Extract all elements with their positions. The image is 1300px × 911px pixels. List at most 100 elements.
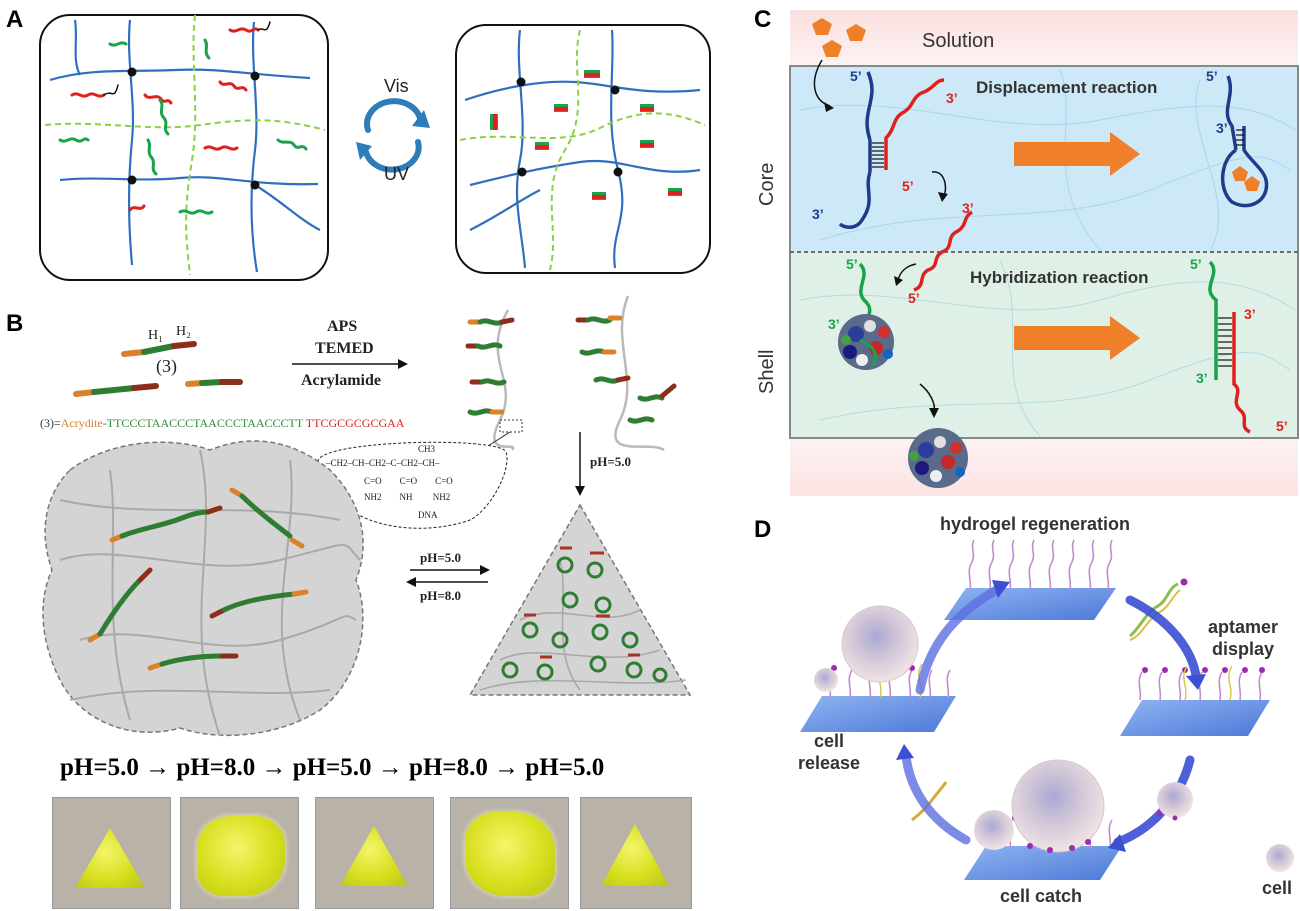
strand-end-5-duplex-green: 5’ [1190, 256, 1202, 272]
gel-triangle-2 [340, 826, 408, 886]
crosslink-dashed-left [44, 14, 326, 276]
cell-caught-small [974, 810, 1014, 850]
photoswitch-strands-left [58, 21, 308, 215]
sequence-acrydite: Acrydite [60, 416, 103, 430]
strand-end-3-shell-green: 3’ [828, 316, 840, 332]
hydrogel-regeneration-label: hydrogel regeneration [940, 514, 1131, 534]
crosslink-dashed-right [459, 29, 706, 271]
label-h2: H₂ [176, 324, 191, 339]
strand-end-3-aptamer: 3’ [1216, 120, 1228, 136]
hybridization-arrow [1014, 316, 1140, 360]
grafted-polymer-chains [465, 295, 677, 452]
chem-line-2: –CH2–CH–CH2–C–CH2–CH– [326, 458, 440, 468]
strand-end-5-core-red: 5’ [902, 178, 914, 194]
chem-line-3: C=O C=O C=O [364, 476, 453, 486]
strand-end-5-aptamer: 5’ [1206, 68, 1218, 84]
reagent-aps: APS [327, 318, 358, 335]
compound-label: (3) [156, 356, 177, 376]
contracted-hydrogel-fibers [479, 559, 687, 691]
gel-swollen-1 [197, 816, 285, 896]
strand-end-3-duplex-green: 3’ [1196, 370, 1208, 386]
solution-region-top [790, 10, 1298, 66]
strand-end-5-released-red: 5’ [908, 290, 920, 306]
strand-end-5-duplex-red: 5’ [1276, 418, 1288, 434]
gel-photo-1 [52, 797, 171, 909]
core-label: Core [756, 162, 778, 206]
gel-triangle-3 [601, 824, 669, 886]
shell-label: Shell [756, 349, 778, 394]
cell-released-large [841, 605, 919, 683]
target-molecules [812, 18, 866, 57]
polymer-network-right [464, 29, 701, 269]
gel-triangle-1 [75, 828, 145, 888]
vis-uv-cycle-arrows [363, 98, 423, 173]
sequence-red-part: TTCGCGCGCGAA [305, 416, 405, 430]
panel-letter-b: B [6, 310, 24, 337]
cell-approach [1157, 782, 1193, 818]
cell-released-small [814, 668, 838, 692]
displacement-arrow [1014, 132, 1140, 176]
aptamer-strands [828, 539, 1263, 849]
strand-end-3-core-red: 3’ [946, 90, 958, 106]
ph-cycle-sequence: pH=5.0 → pH=8.0 → pH=5.0 → pH=8.0 → pH=5… [60, 754, 605, 781]
panel-letter-a: A [6, 6, 24, 33]
vis-label: Vis [384, 76, 409, 96]
expanded-hydrogel [42, 440, 364, 737]
nanoparticle-bound [838, 314, 894, 370]
expanded-hydrogel-fibers [59, 449, 361, 737]
crosslink-nodes-left [127, 67, 260, 190]
sequence-green-part: -TTCCCTAACCCTAACCCTAACCCTT [102, 416, 306, 430]
ph-forward-label: pH=5.0 [420, 550, 461, 565]
reagent-temed: TEMED [315, 340, 374, 357]
cell-release-label: cell release [798, 731, 861, 773]
expanded-hydrogel-dna [87, 487, 309, 671]
uv-label: UV [384, 164, 410, 184]
cell-legend-label: cell [1262, 878, 1293, 898]
gel-photo-3 [315, 797, 434, 909]
plate-right [1120, 700, 1270, 736]
hydrogel-box-crosslinked [455, 24, 711, 274]
gel-photo-2 [180, 797, 299, 909]
chem-line-1: CH3 [418, 444, 436, 454]
aptamer-heads [831, 665, 1265, 821]
solution-label: Solution [922, 30, 995, 52]
label-h1: H₁ [148, 328, 163, 343]
cycle-arrows [901, 583, 1201, 847]
gel-swollen-2 [465, 812, 555, 896]
strand-end-3-released-red: 3’ [962, 200, 974, 216]
free-strand-helix [911, 781, 948, 822]
ph-down-label: pH=5.0 [590, 454, 631, 469]
strand-end-3-duplex-red: 3’ [1244, 306, 1256, 322]
strand-end-5-core-blue: 5’ [850, 68, 862, 84]
cell-caught-large [1011, 759, 1105, 853]
strand-end-3-core-blue: 3’ [812, 206, 824, 222]
sequence-prefix: (3)= [40, 416, 61, 430]
aptamer-display-label: aptamer display [1208, 617, 1279, 659]
plate-left [800, 696, 956, 732]
dna-sequence: (3)=Acrydite-TTCCCTAACCCTAACCCTAACCCTT T… [40, 416, 404, 431]
free-aptamer-helix [1129, 582, 1179, 638]
polymer-network-left [49, 19, 321, 273]
crosslink-nodes-right [516, 77, 623, 177]
plate-top [944, 588, 1116, 620]
reagent-acrylamide: Acrylamide [301, 372, 381, 389]
cell-catch-label: cell catch [1000, 886, 1083, 906]
ph-back-label: pH=8.0 [420, 588, 461, 603]
yellow-strands [878, 663, 1233, 849]
gel-photo-4 [450, 797, 569, 909]
hydrogel-box-uncrosslinked [39, 14, 329, 281]
cell-legend-icon [1266, 844, 1294, 872]
strand-end-5-shell-green: 5’ [846, 256, 858, 272]
contracted-hydrogel [468, 503, 692, 696]
hybridization-reaction-label: Hybridization reaction [970, 268, 1149, 287]
panel-letter-c: C [754, 6, 772, 33]
solution-region-bottom [790, 438, 1298, 496]
paired-strands-right [490, 70, 682, 200]
panel-letter-d: D [754, 516, 772, 543]
gel-photo-5 [580, 797, 692, 909]
nanoparticle-released [908, 428, 968, 488]
chem-line-4: NH2 NH NH2 [364, 492, 451, 502]
displacement-reaction-label: Displacement reaction [976, 78, 1158, 97]
chem-line-5: DNA [418, 510, 438, 520]
i-motif-structures [501, 556, 668, 683]
